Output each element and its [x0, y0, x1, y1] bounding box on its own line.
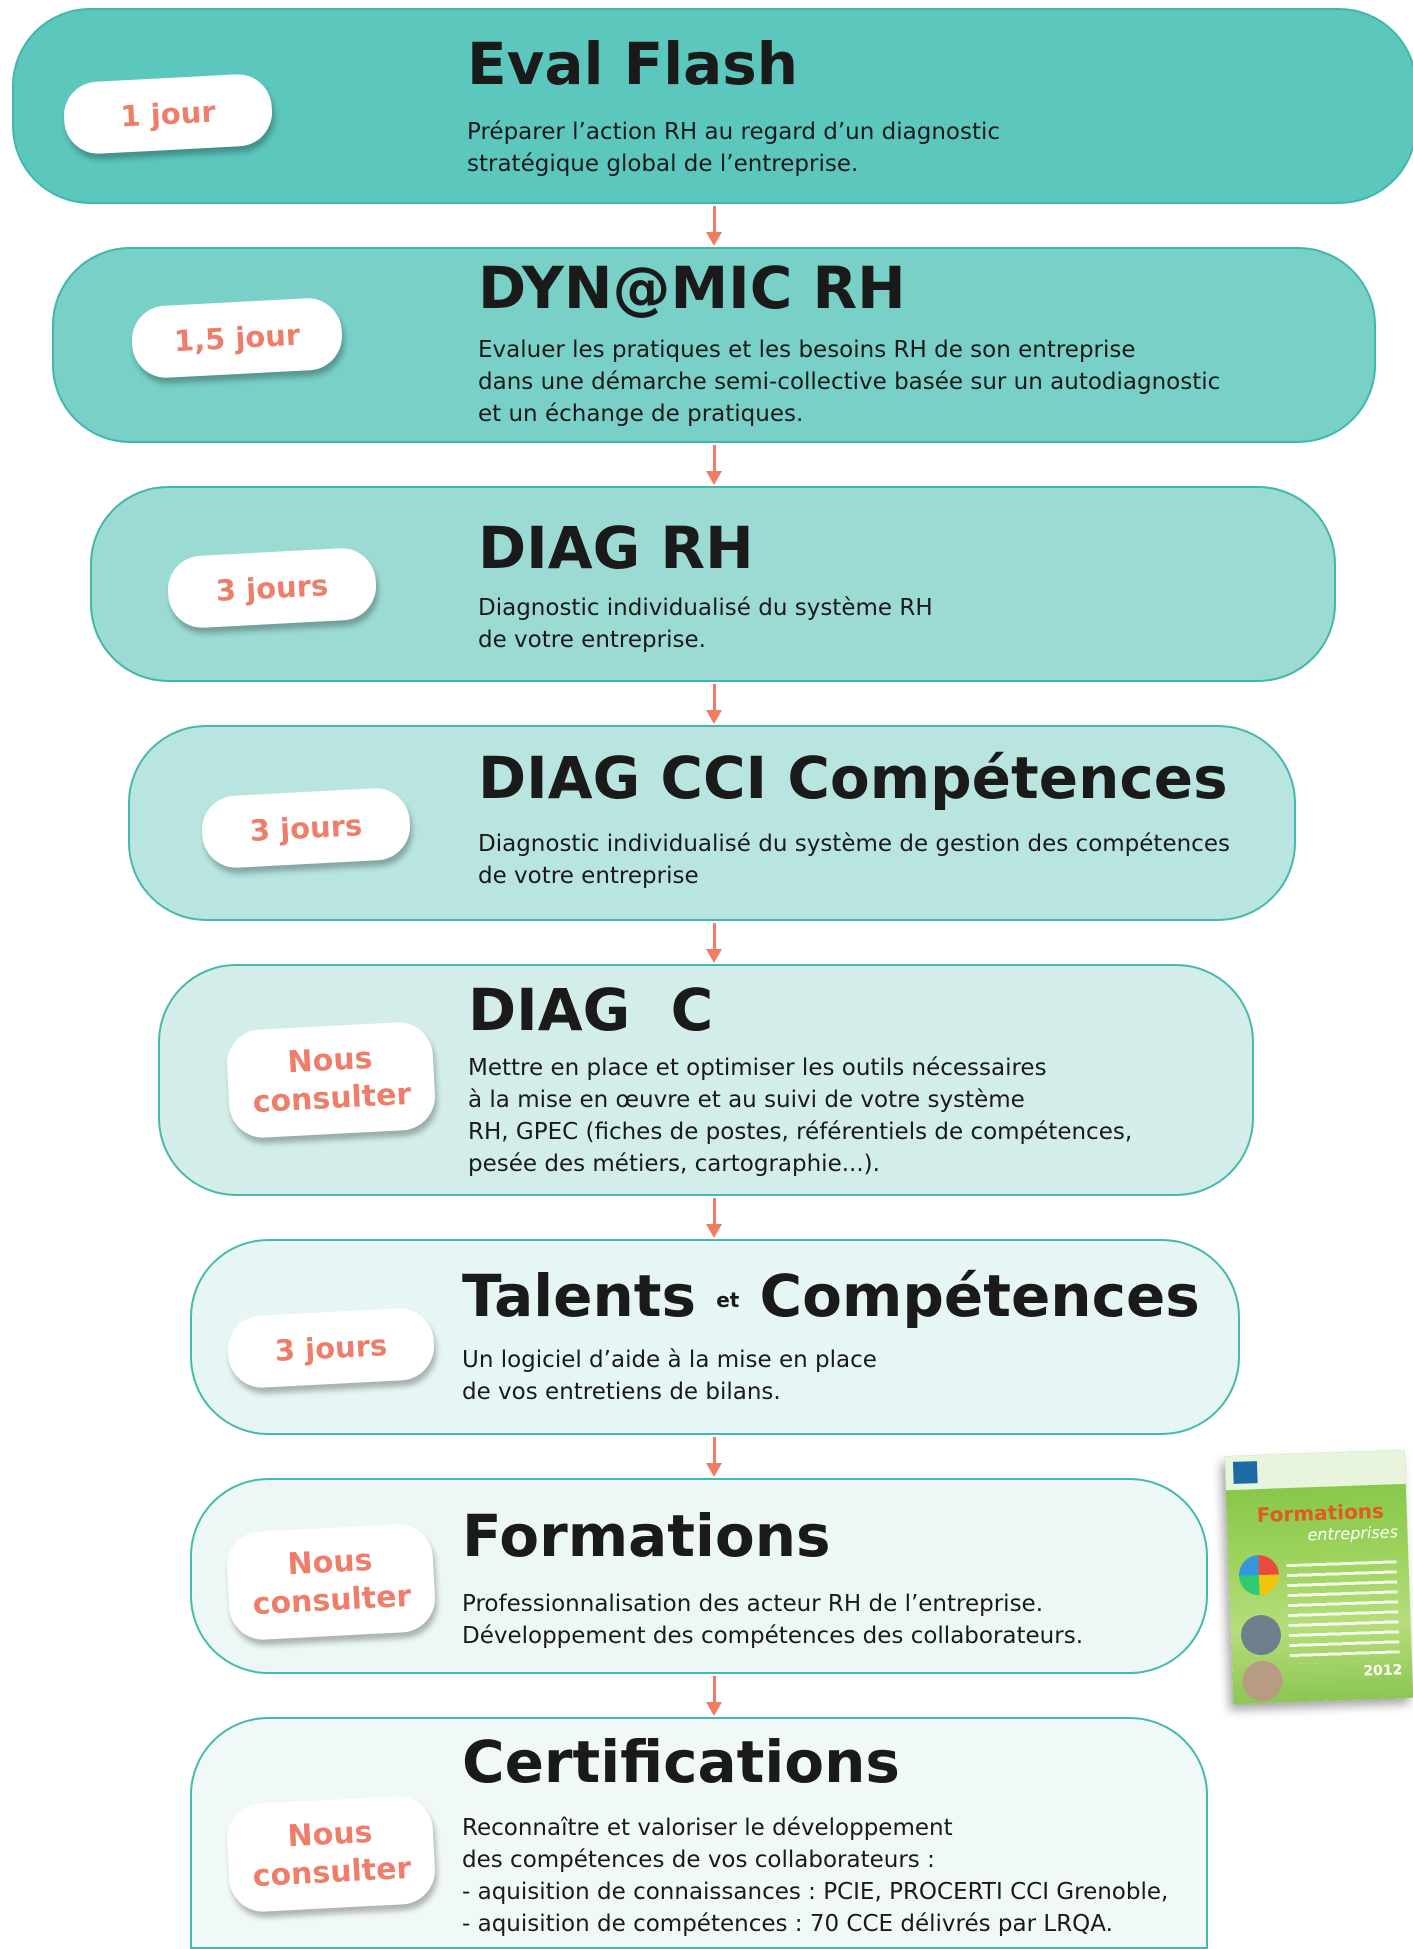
- duration-badge-dynamic-rh: 1,5 jour: [130, 296, 344, 380]
- brochure-list-lines: [1286, 1560, 1400, 1665]
- stage-title-diag-rh: DIAG RH: [478, 514, 754, 582]
- connector-arrow-5: [706, 1198, 722, 1238]
- stage-description-eval-flash: Préparer l’action RH au regard d’un diag…: [467, 119, 1001, 177]
- stage-title-certifications: Certifications: [462, 1728, 900, 1796]
- formations-brochure-image: Formations entreprises 2012: [1224, 1449, 1413, 1705]
- connector-arrow-6: [706, 1437, 722, 1477]
- stage-title-eval-flash: Eval Flash: [467, 30, 799, 98]
- brochure-year: 2012: [1363, 1662, 1403, 1680]
- duration-badge-formations: Nous consulter: [225, 1522, 437, 1642]
- stage-description-diag-rh: Diagnostic individualisé du système RH d…: [478, 595, 933, 653]
- brochure-photo-icon: [1240, 1614, 1282, 1656]
- stage-description-talents-competences: Un logiciel d’aide à la mise en place de…: [462, 1347, 877, 1405]
- connector-arrow-3: [706, 684, 722, 724]
- connector-arrow-4: [706, 923, 722, 963]
- duration-badge-talents-competences: 3 jours: [226, 1306, 436, 1390]
- title-connector: et: [716, 1287, 740, 1312]
- stage-title-formations: Formations: [462, 1502, 831, 1570]
- cci-logo: [1232, 1461, 1258, 1484]
- connector-arrow-1: [706, 206, 722, 246]
- duration-badge-eval-flash: 1 jour: [62, 72, 274, 156]
- brochure-pie-icon: [1238, 1554, 1280, 1596]
- duration-badge-diag-cci-competences: 3 jours: [200, 786, 412, 870]
- duration-badge-diag-rh: 3 jours: [166, 546, 378, 630]
- stage-title-diag-c: DIAG C: [468, 976, 714, 1044]
- duration-badge-certifications: Nous consulter: [225, 1794, 437, 1914]
- brochure-subtitle: entreprises: [1307, 1522, 1399, 1545]
- stage-description-dynamic-rh: Evaluer les pratiques et les besoins RH …: [478, 337, 1221, 427]
- duration-badge-diag-c: Nous consulter: [225, 1020, 437, 1140]
- title-competences: Compétences: [759, 1262, 1200, 1330]
- brochure-handshake-icon: [1241, 1660, 1284, 1702]
- stage-title-talents-competences: Talents et Compétences: [462, 1264, 1200, 1332]
- connector-arrow-7: [706, 1676, 722, 1716]
- title-talents: Talents: [462, 1262, 696, 1330]
- stage-description-diag-cci-competences: Diagnostic individualisé du système de g…: [478, 831, 1230, 889]
- stage-title-diag-cci-competences: DIAG CCI Compétences: [478, 744, 1228, 812]
- stage-title-dynamic-rh: DYN@MIC RH: [478, 254, 906, 322]
- connector-arrow-2: [706, 445, 722, 485]
- stage-description-certifications: Reconnaître et valoriser le développemen…: [462, 1815, 1169, 1937]
- stage-description-diag-c: Mettre en place et optimiser les outils …: [468, 1055, 1133, 1177]
- stage-description-formations: Professionnalisation des acteur RH de l’…: [462, 1591, 1083, 1649]
